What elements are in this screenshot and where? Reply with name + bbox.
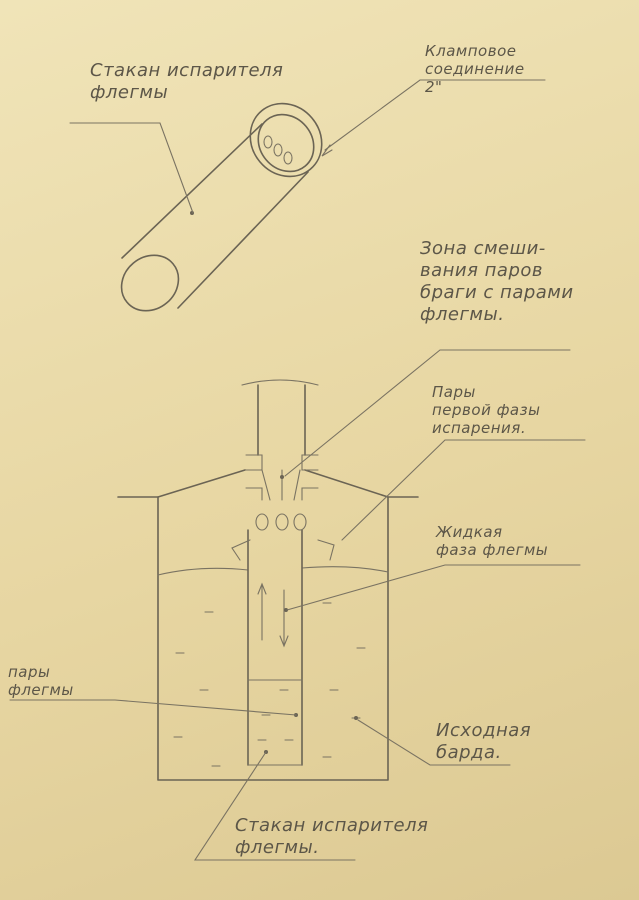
label-clamp: Кламповое соединение 2" bbox=[425, 42, 525, 96]
top-leaders bbox=[69, 79, 546, 214]
label-mixing-zone: Зона смеши- вания паров браги с парами ф… bbox=[420, 238, 574, 325]
label-first-phase-vapors: Пары первой фазы испарения. bbox=[432, 383, 541, 437]
label-glass-top: Стакан испарителя флегмы bbox=[90, 60, 284, 103]
label-glass-bottom: Стакан испарителя флегмы. bbox=[235, 815, 429, 858]
still-drawing bbox=[117, 379, 419, 781]
label-initial-stillage: Исходная барда. bbox=[436, 720, 532, 763]
bottom-leaders bbox=[9, 349, 586, 861]
glass-tube-drawing bbox=[120, 102, 323, 312]
label-liquid-phase: Жидкая фаза флегмы bbox=[436, 523, 549, 559]
label-reflux-vapors: пары флегмы bbox=[8, 663, 74, 699]
